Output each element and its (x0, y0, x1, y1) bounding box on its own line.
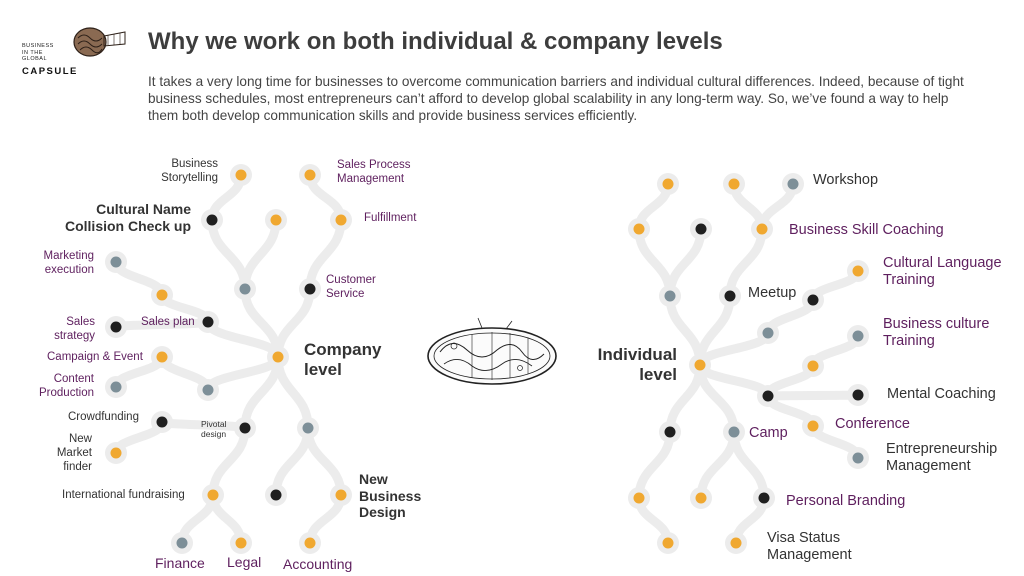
node-dot-orange (807, 420, 819, 432)
node-dot-gray (852, 330, 864, 342)
node-dot-black (110, 321, 122, 333)
capsule-brain-icon (73, 27, 126, 57)
node-dot-gray (176, 537, 188, 549)
node-dot-gray (664, 290, 676, 302)
label-sales-plan: Sales plan (141, 316, 195, 328)
node-dot-orange (852, 265, 864, 277)
node-dot-gray (110, 381, 122, 393)
node-dot-orange (695, 492, 707, 504)
node-dot-orange (633, 492, 645, 504)
node-dot-orange (756, 223, 768, 235)
node-dot-black (202, 316, 214, 328)
node-dot-orange (633, 223, 645, 235)
node-dot-orange (156, 351, 168, 363)
label-finance: Finance (155, 555, 205, 571)
node-dot-orange (335, 489, 347, 501)
intro-paragraph: It takes a very long time for businesses… (148, 74, 964, 123)
node-dot-black (270, 489, 282, 501)
label-crowdfunding: Crowdfunding (68, 411, 139, 423)
node-dot-black (664, 426, 676, 438)
label-fulfillment: Fulfillment (364, 212, 417, 224)
label-personal-branding: Personal Branding (786, 493, 906, 509)
node-dot-orange (235, 169, 247, 181)
node-dot-orange (207, 489, 219, 501)
node-dot-orange (335, 214, 347, 226)
label-workshop: Workshop (813, 172, 879, 188)
branch-line (207, 215, 250, 294)
capsule-illustration (427, 317, 557, 385)
branch-line (696, 427, 739, 503)
branch-line (303, 423, 346, 500)
node-dot-black (206, 214, 218, 226)
node-dot-gray (302, 422, 314, 434)
node-dot-black (695, 223, 707, 235)
node-dot-orange (110, 447, 122, 459)
node-dot-black (724, 290, 736, 302)
node-dot-orange (662, 537, 674, 549)
node-dot-orange (662, 178, 674, 190)
node-dot-gray (762, 327, 774, 339)
label-meetup: Meetup (748, 285, 797, 301)
node-dot-orange (304, 169, 316, 181)
node-dot-orange (156, 289, 168, 301)
node-dot-gray (110, 256, 122, 268)
label-campaign-event: Campaign & Event (47, 351, 143, 363)
label-accounting: Accounting (283, 556, 353, 572)
node-dot-orange (728, 178, 740, 190)
node-dot-gray (852, 452, 864, 464)
label-business-skill-coaching: Business Skill Coaching (789, 222, 944, 238)
node-dot-black (762, 390, 774, 402)
brand-logo: BUSINESS IN THE GLOBAL CAPSULE (18, 22, 128, 82)
label-international-fundraising: International fundraising (62, 489, 185, 501)
label-camp: Camp (749, 425, 788, 441)
branch-line (763, 390, 863, 401)
tree-nodes (105, 164, 869, 554)
node-dot-black (239, 422, 251, 434)
node-dot-black (852, 389, 864, 401)
node-dot-black (156, 416, 168, 428)
logo-tagline: BUSINESS IN THE GLOBAL (22, 43, 54, 62)
label-conference: Conference (835, 416, 910, 432)
node-dot-orange (730, 537, 742, 549)
node-dot-orange (304, 537, 316, 549)
node-dot-orange (694, 359, 706, 371)
node-dot-black (304, 283, 316, 295)
page-title: Why we work on both individual & company… (148, 28, 723, 55)
branch-line (634, 224, 675, 301)
branch-line (271, 423, 313, 500)
label-legal: Legal (227, 554, 262, 570)
node-dot-gray (787, 178, 799, 190)
node-dot-black (807, 294, 819, 306)
node-dot-orange (235, 537, 247, 549)
logo-brand-name: CAPSULE (22, 66, 78, 77)
node-dot-orange (272, 351, 284, 363)
branch-line (240, 215, 281, 294)
node-dot-orange (270, 214, 282, 226)
node-dot-orange (807, 360, 819, 372)
node-dot-gray (202, 384, 214, 396)
branch-line (665, 224, 706, 301)
node-dot-black (758, 492, 770, 504)
label-mental-coaching: Mental Coaching (887, 386, 996, 402)
node-dot-gray (728, 426, 740, 438)
node-dot-gray (239, 283, 251, 295)
